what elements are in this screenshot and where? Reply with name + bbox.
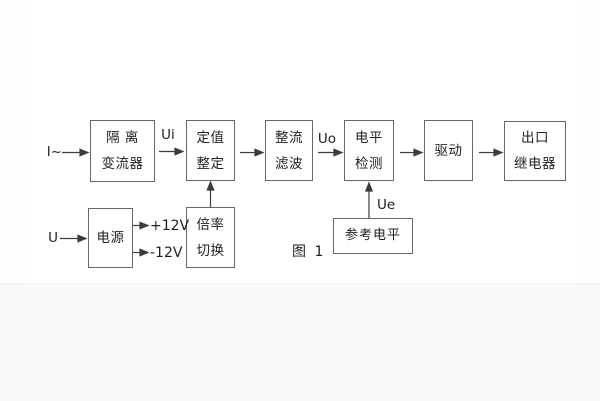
- block-setpoint-adjust: 定值 整定: [186, 120, 235, 181]
- block-output-relay: 出口 继电器: [504, 121, 566, 181]
- block-label-line: 电平: [355, 129, 383, 146]
- block-label-line: 驱动: [434, 142, 463, 159]
- block-label-line: 整流: [275, 129, 303, 146]
- block-isolation-transformer: 隔 离 变流器: [90, 120, 155, 182]
- signal-uo-label: Uo: [317, 131, 337, 147]
- block-rectifier-filter: 整流 滤波: [265, 120, 313, 181]
- rail-plus12v-label: +12V: [150, 218, 190, 234]
- block-ratio-switch: 倍率 切换: [186, 207, 235, 268]
- rail-minus12v-label: -12V: [150, 245, 183, 261]
- block-label-line: 滤波: [275, 155, 303, 172]
- block-reference-level: 参考电平: [333, 218, 413, 254]
- block-label-line: 参考电平: [344, 228, 401, 243]
- block-power-supply: 电源: [88, 208, 133, 268]
- block-label-line: 倍率: [196, 216, 225, 233]
- block-label-line: 整定: [196, 155, 225, 172]
- block-label-line: 继电器: [514, 156, 556, 172]
- page-background-band: [0, 283, 600, 401]
- block-label-line: 定值: [196, 129, 225, 146]
- block-label-line: 出口: [521, 130, 549, 146]
- block-level-detector: 电平 检测: [344, 120, 394, 181]
- input-voltage-label: U: [48, 230, 58, 246]
- block-label-line: 隔 离: [106, 130, 139, 146]
- block-label-line: 切换: [196, 242, 225, 259]
- signal-ui-label: Ui: [161, 127, 175, 143]
- figure-caption: 图 1: [292, 244, 326, 260]
- input-current-label: I~: [46, 144, 62, 160]
- block-label-line: 检测: [355, 155, 383, 172]
- block-label-line: 电源: [96, 230, 125, 246]
- block-label-line: 变流器: [101, 156, 144, 172]
- signal-ue-label: Ue: [377, 197, 396, 213]
- block-driver: 驱动: [424, 120, 473, 181]
